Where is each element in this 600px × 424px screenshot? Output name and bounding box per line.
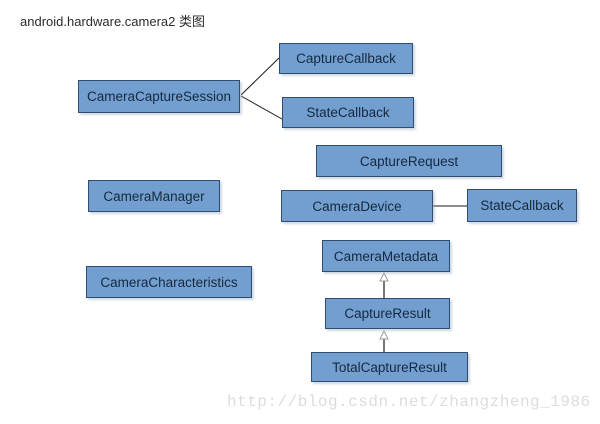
class-box-camera-capture-session: CameraCaptureSession [78, 80, 240, 113]
blog-watermark: http://blog.csdn.net/zhangzheng_1986 [227, 393, 591, 411]
class-box-capture-result: CaptureResult [325, 298, 450, 329]
inheritance-arrow-icon [379, 271, 389, 282]
class-box-camera-characteristics: CameraCharacteristics [86, 266, 252, 298]
class-box-camera-manager: CameraManager [88, 180, 220, 212]
class-box-state-callback-device: StateCallback [467, 189, 577, 222]
inheritance-arrow-icon [379, 329, 389, 340]
class-box-camera-device: CameraDevice [281, 190, 433, 222]
edge-session-capturecallback [240, 57, 280, 96]
class-box-capture-callback: CaptureCallback [279, 43, 413, 74]
class-box-total-capture-result: TotalCaptureResult [311, 352, 468, 382]
class-box-capture-request: CaptureRequest [316, 145, 502, 177]
class-box-state-callback-session: StateCallback [282, 97, 414, 128]
edge-session-statecallback [240, 95, 283, 120]
diagram-title: android.hardware.camera2 类图 [20, 14, 205, 29]
class-box-camera-metadata: CameraMetadata [322, 240, 450, 272]
